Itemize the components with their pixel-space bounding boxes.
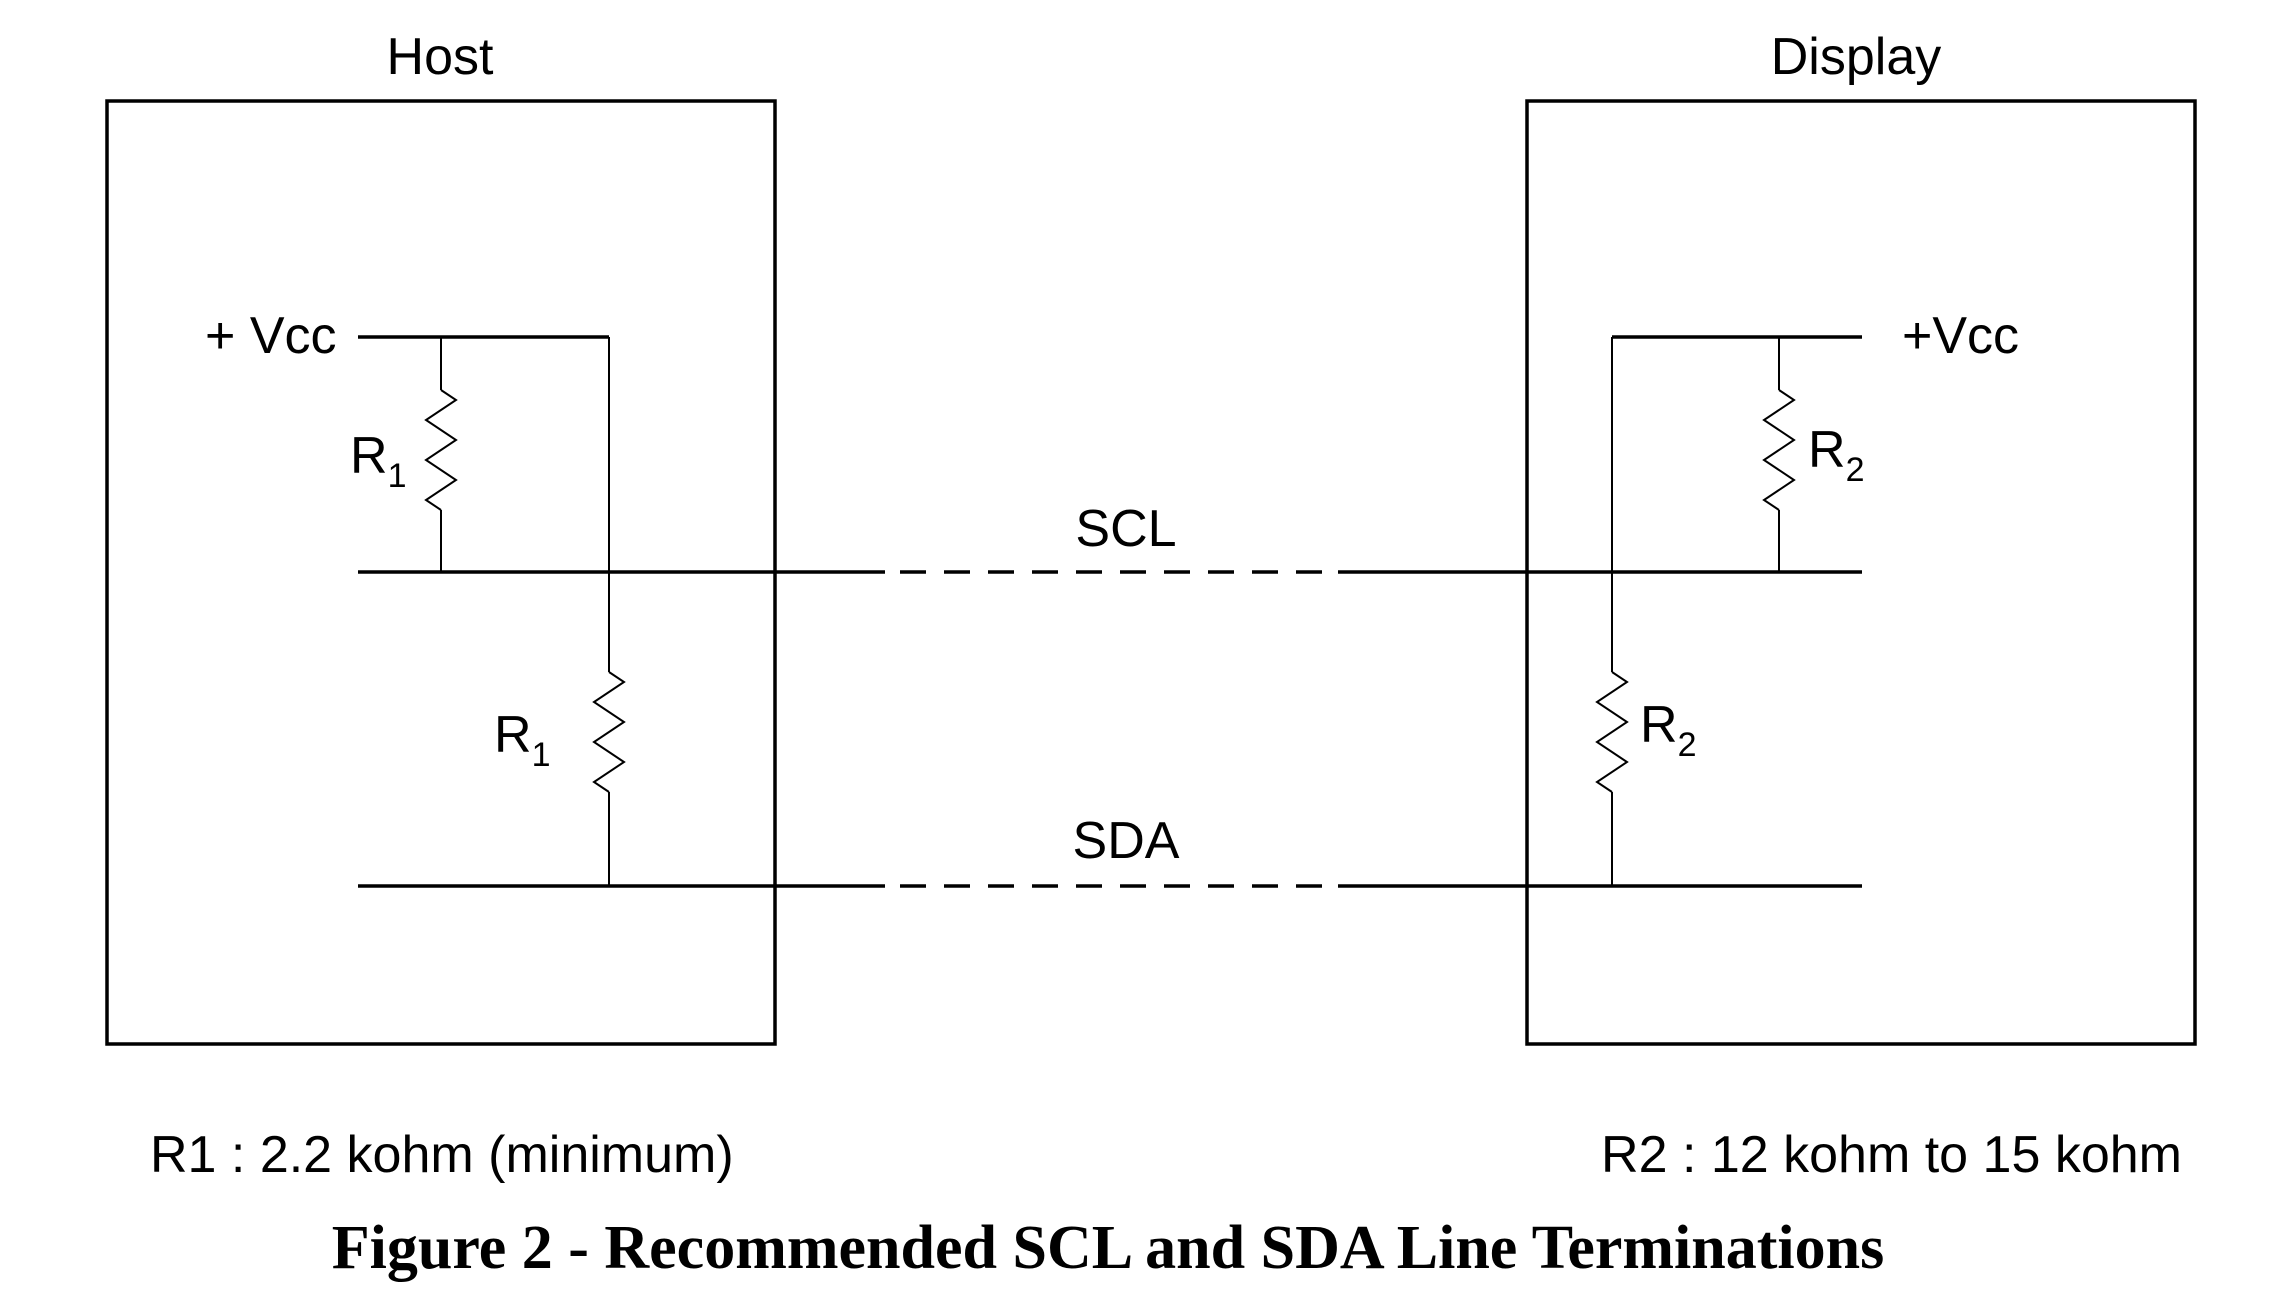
host-vcc-label: + Vcc (205, 307, 337, 365)
display-vcc-label: +Vcc (1902, 307, 2019, 365)
r2-note: R2 : 12 kohm to 15 kohm (1601, 1126, 2182, 1184)
host-resistor-scl (424, 337, 458, 572)
display-resistor-scl-label: R2 (1808, 421, 1864, 489)
host-title: Host (387, 28, 494, 86)
display-resistor-scl (1762, 337, 1796, 572)
host-resistor-scl-label: R1 (350, 427, 406, 495)
display-title: Display (1771, 28, 1942, 86)
figure-caption: Figure 2 - Recommended SCL and SDA Line … (332, 1214, 1884, 1282)
sda-label: SDA (1073, 812, 1180, 870)
host-resistor-sda-label: R1 (494, 706, 550, 774)
host-resistor-sda (592, 337, 626, 886)
r1-note: R1 : 2.2 kohm (minimum) (150, 1126, 734, 1184)
display-resistor-sda-label: R2 (1640, 696, 1696, 764)
scl-label: SCL (1075, 500, 1176, 558)
display-resistor-sda (1595, 337, 1629, 886)
